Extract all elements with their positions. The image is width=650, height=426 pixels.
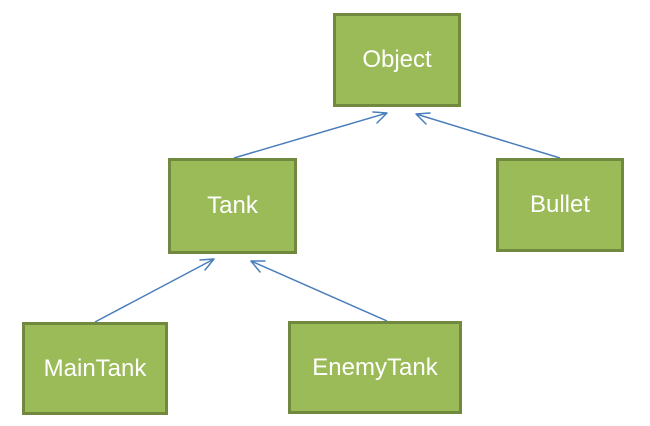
node-object-label: Object [362,46,432,73]
edge-bullet-to-object [415,112,561,159]
node-bullet: Bullet [496,158,624,252]
node-tank: Tank [168,158,297,254]
node-object: Object [333,13,461,107]
node-enemytank-label: EnemyTank [312,353,438,381]
node-maintank: MainTank [22,322,168,415]
edge-tank-to-object [233,111,388,159]
node-enemytank: EnemyTank [288,321,462,414]
edge-enemytank-to-tank [250,260,388,322]
node-bullet-label: Bullet [529,191,591,218]
edge-maintank-to-tank [94,258,215,323]
node-tank-label: Tank [207,192,258,219]
node-maintank-label: MainTank [43,354,147,382]
